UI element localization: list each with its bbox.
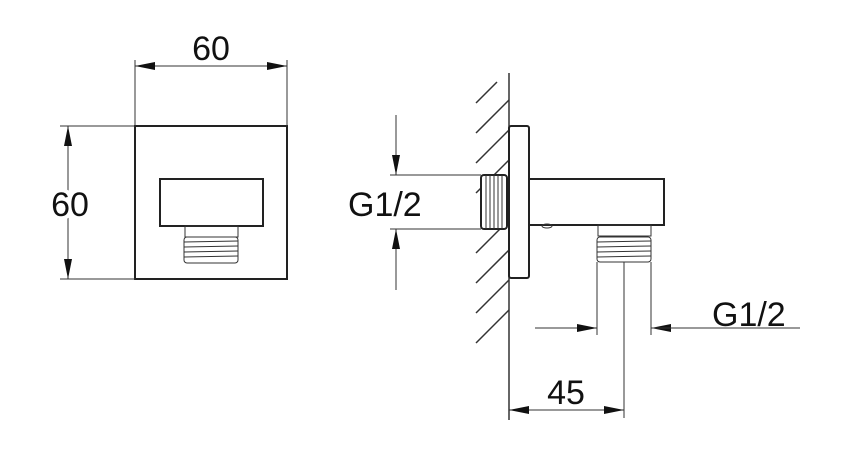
front-outlet-thread [183,236,239,264]
side-outlet-neck [597,224,652,237]
outlet-thread-label: G1/2 [712,296,786,334]
projection-label: 45 [547,374,585,412]
front-height-dimension [60,125,135,280]
front-width-dimension [134,60,288,126]
front-outlet-neck [184,225,239,238]
front-width-label: 60 [192,30,230,68]
outlet-thread-dimension [535,262,800,418]
front-height-label: 60 [51,186,89,224]
front-view: 60 60 [47,30,288,280]
side-inlet-thread [480,174,508,230]
inlet-thread-dimension [390,115,481,290]
side-arm [528,178,665,226]
side-view: G1/2 G1/2 45 [348,73,800,420]
side-set-screw [541,223,553,229]
side-wall-flange [508,125,530,279]
front-arm-face [159,178,264,227]
front-plate [134,125,288,280]
wall-hatching [475,73,510,420]
inlet-thread-label: G1/2 [348,186,422,224]
side-outlet-thread [596,236,652,263]
